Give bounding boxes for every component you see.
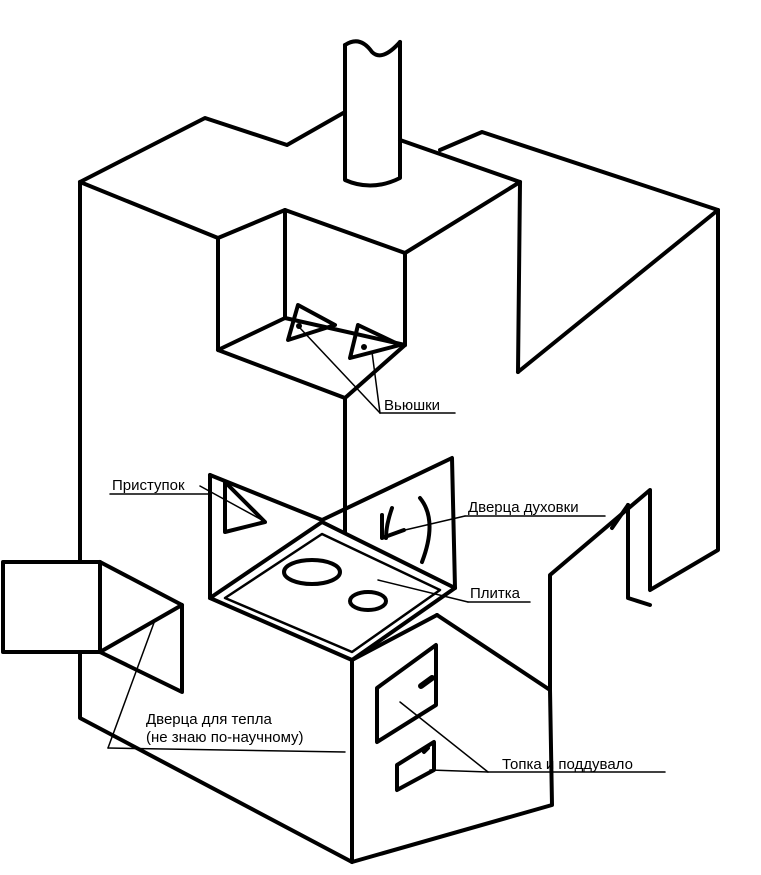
chimney [343,39,402,188]
label-vyushki: Вьюшки [384,397,440,414]
cooktop-plate [208,520,457,662]
label-pristupok: Приступок [112,477,185,494]
step-ledge [223,480,267,534]
leader-lines [107,327,666,773]
label-heat-door-line1: Дверца для тепла [146,711,272,728]
burner-small [348,590,388,612]
stove-body [78,110,720,864]
damper-right [348,323,402,360]
burner-large [282,558,342,586]
label-oven-door: Дверца духовки [468,499,579,516]
label-firebox: Топка и поддувало [502,756,633,773]
heat-door [1,560,184,694]
dampers [286,303,402,360]
label-plitka: Плитка [470,585,521,602]
label-heat-door-line2: (не знаю по-научному) [146,729,304,746]
firebox-door [375,643,438,744]
damper-left [286,303,337,342]
firebox-doors [375,643,438,792]
labels: Вьюшки Приступок Дверца духовки Плитка Д… [112,397,633,773]
